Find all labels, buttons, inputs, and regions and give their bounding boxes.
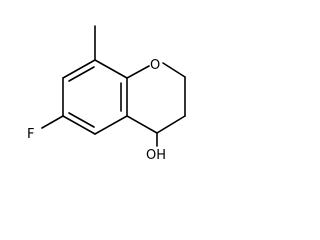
bond-c3-c4 — [62, 115, 96, 135]
bond-o-c8 — [162, 62, 186, 78]
bond-c6-c1 — [94, 59, 128, 79]
bond-c1-c2 — [62, 59, 96, 79]
hydroxyl-label: OH — [146, 148, 166, 163]
double-bond-c3-c4-inner — [68, 112, 95, 128]
bond-c6-o — [126, 65, 150, 79]
bond-c9-c10 — [156, 115, 186, 134]
double-bond-c1-c2-inner — [68, 66, 95, 82]
ring-oxygen-label: O — [150, 58, 160, 73]
bonds — [41, 25, 186, 147]
fluorine-label: F — [27, 127, 34, 142]
bond-c-f — [41, 115, 64, 129]
chemical-structure-drawing: F O OH — [27, 25, 186, 163]
bond-c10-c5 — [126, 115, 158, 134]
molecule-structure: F O OH — [27, 25, 186, 163]
bond-c4-c5 — [94, 115, 128, 135]
